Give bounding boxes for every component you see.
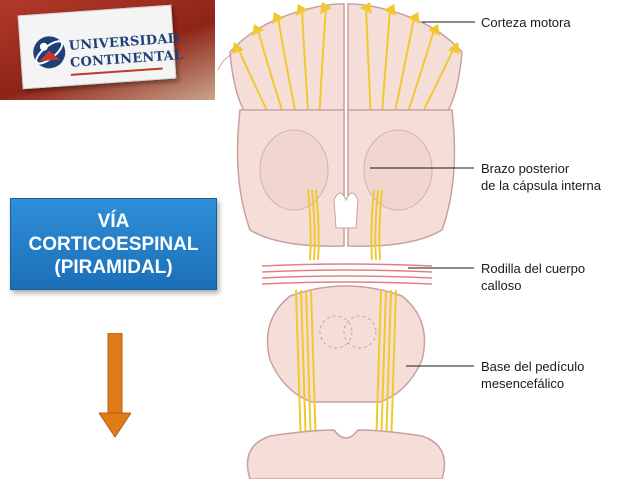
title-line-2: CORTICOESPINAL xyxy=(28,233,199,255)
corpus-callosum xyxy=(261,263,433,285)
title-line-1: VÍA xyxy=(97,210,130,232)
university-logo: Universidad Continental xyxy=(0,0,215,100)
cerebral-peduncle xyxy=(266,285,426,403)
label-rodilla-line2: calloso xyxy=(481,278,521,293)
title-line-3: (PIRAMIDAL) xyxy=(54,256,173,278)
title-box: VÍA CORTICOESPINAL (PIRAMIDAL) xyxy=(10,198,217,290)
descending-tract xyxy=(307,189,383,261)
label-brazo-line2: de la cápsula interna xyxy=(481,178,602,193)
down-arrow-icon xyxy=(99,333,131,438)
logo-card: Universidad Continental xyxy=(17,4,184,90)
fiber-arrowheads xyxy=(232,2,460,54)
label-base-line1: Base del pedículo xyxy=(481,359,584,374)
label-brazo-line1: Brazo posterior xyxy=(481,161,570,176)
label-rodilla-line1: Rodilla del cuerpo xyxy=(481,261,585,276)
globe-emblem-icon xyxy=(33,36,66,69)
motor-cortex xyxy=(217,3,463,121)
label-base-line2: mesencefálico xyxy=(481,376,564,391)
label-corteza-motora: Corteza motora xyxy=(481,15,571,30)
corticospinal-diagram: Corteza motora Brazo posterior de la cáp… xyxy=(217,2,602,479)
callout-lines xyxy=(370,21,475,367)
pons-section xyxy=(246,429,446,479)
internal-capsule-section xyxy=(236,109,456,247)
